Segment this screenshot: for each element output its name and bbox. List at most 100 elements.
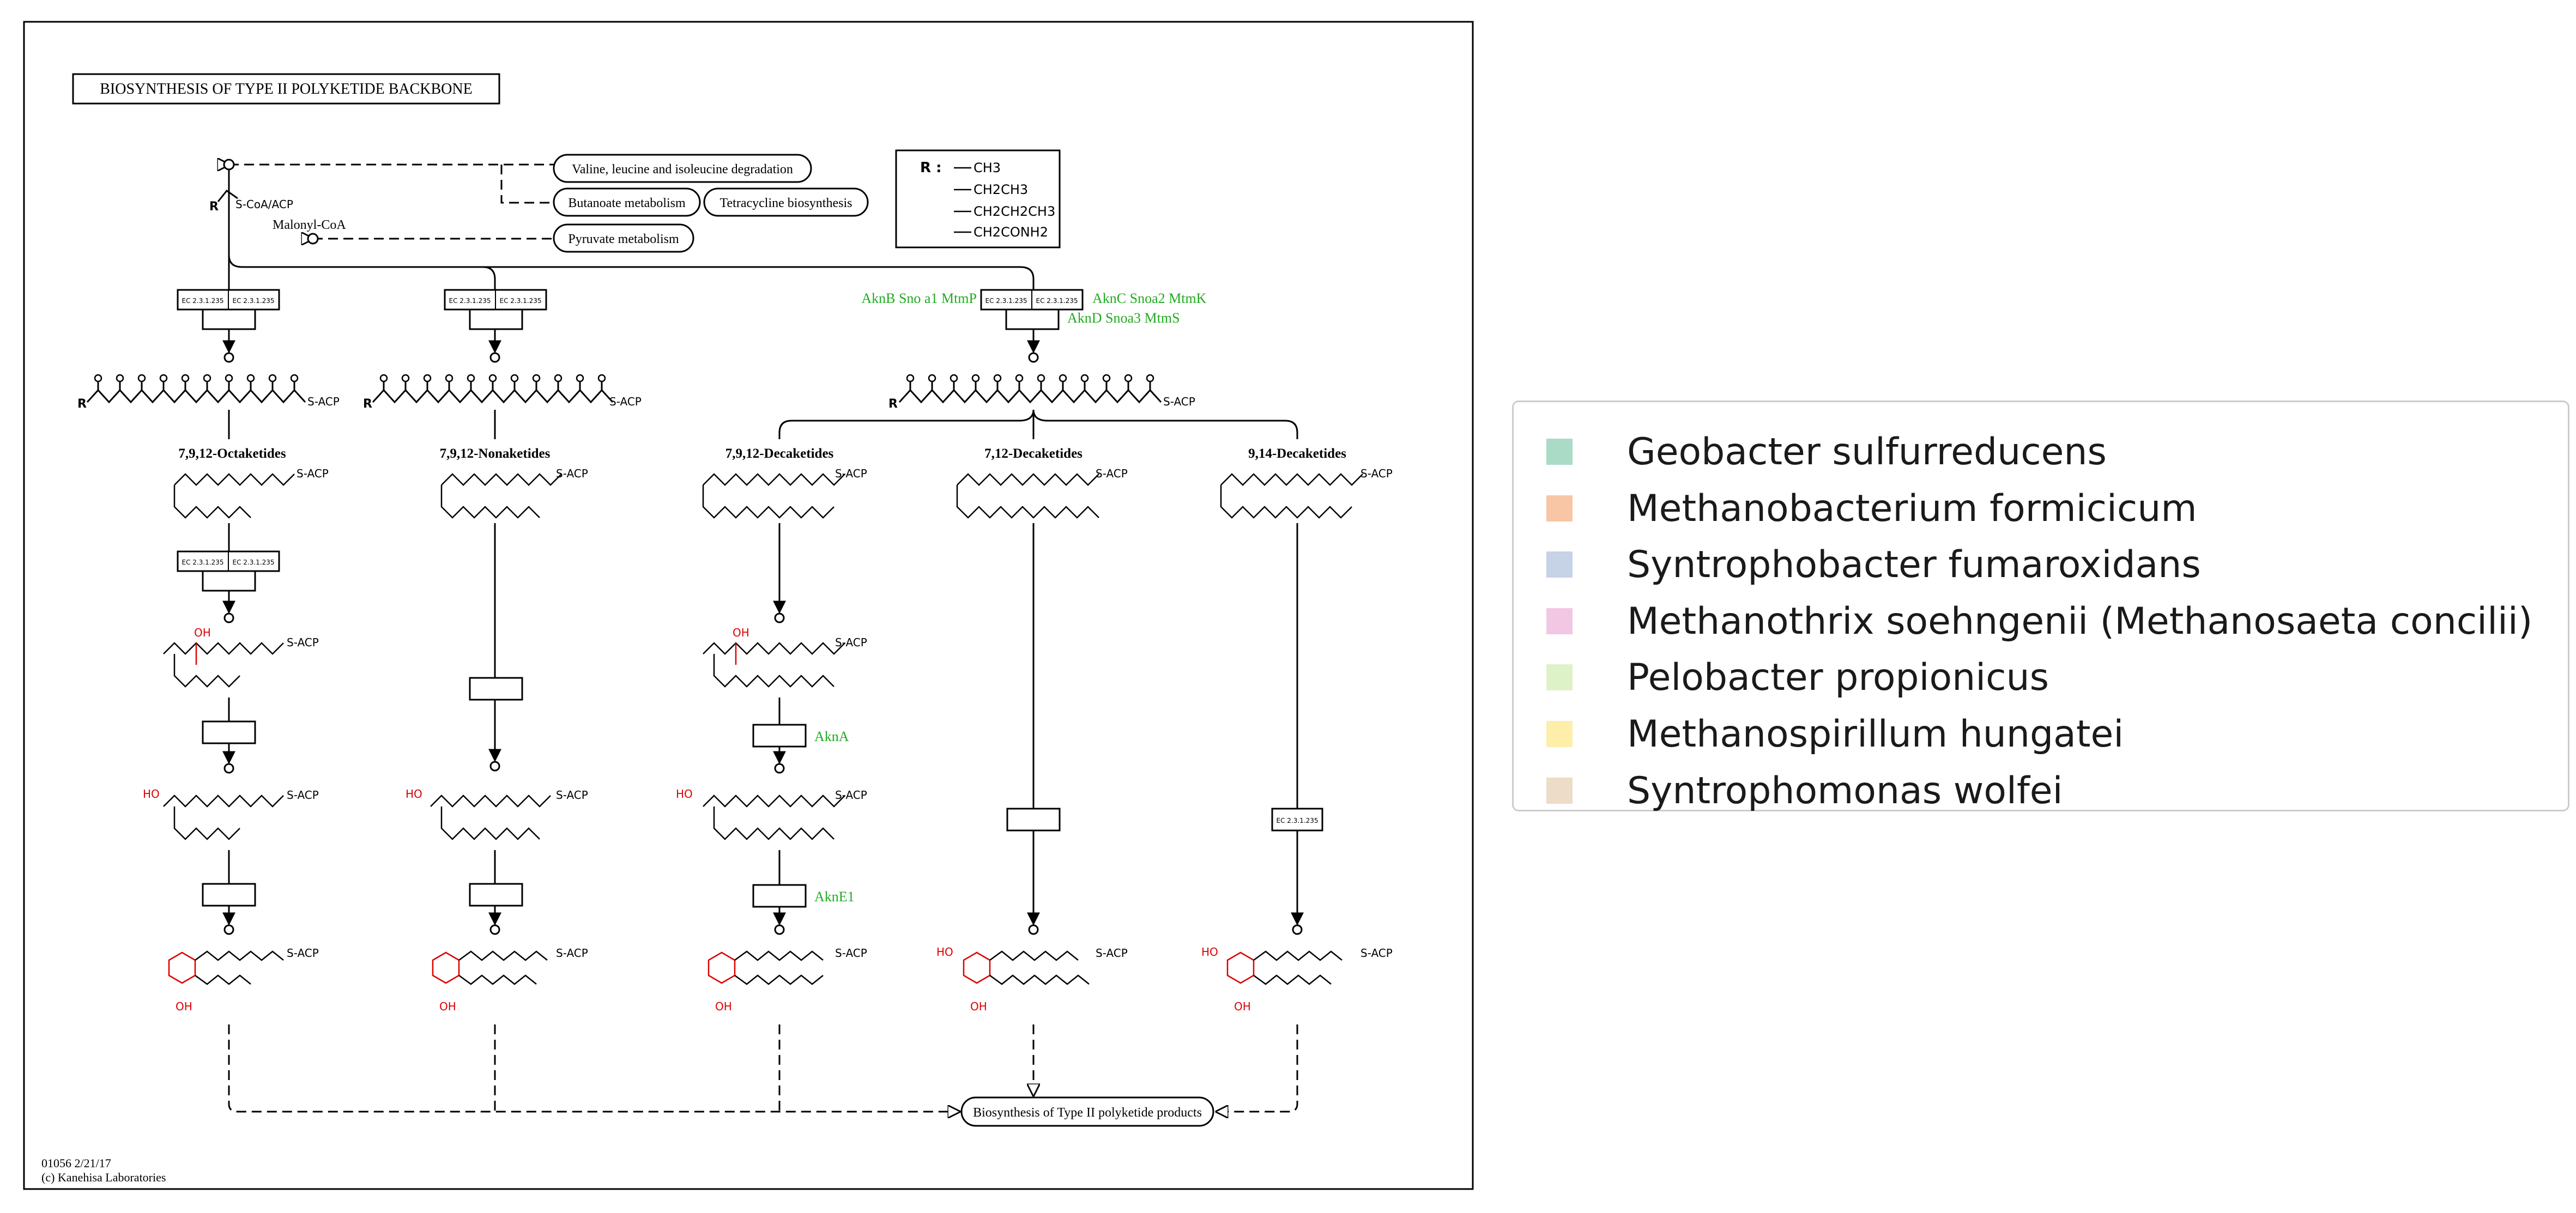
intermediate-node[interactable] [489, 924, 500, 935]
r-group-1: CH3 [973, 160, 1001, 175]
enzyme-box-nona-3[interactable] [469, 883, 523, 907]
oh-label: OH [733, 626, 749, 639]
map-title-box [72, 73, 500, 105]
gene-link-aknb[interactable]: AknB Sno a1 MtmP [861, 290, 977, 306]
pathway-butanoate[interactable] [553, 187, 701, 217]
s-acp-label: S-ACP [556, 789, 588, 802]
legend-item: Syntrophobacter fumaroxidans [1546, 543, 2201, 586]
enzyme-box-deca-1[interactable]: EC 2.3.1.235 EC 2.3.1.235 [980, 289, 1084, 330]
intermediate-node[interactable] [774, 924, 785, 935]
ec-label: EC 2.3.1.235 [182, 559, 223, 566]
s-acp-label: S-ACP [835, 467, 867, 480]
gene-link-aknc[interactable]: AknC Snoa2 MtmK [1092, 290, 1207, 306]
malonyl-coa-label: Malonyl-CoA [273, 218, 346, 232]
legend-label: Methanobacterium formicicum [1627, 487, 2197, 530]
enzyme-box-octa-4[interactable] [202, 883, 256, 907]
legend-label: Methanothrix soehngenii (Methanosaeta co… [1627, 599, 2533, 643]
s-acp-label: S-ACP [297, 467, 329, 480]
enzyme-box-octa-3[interactable] [202, 720, 256, 744]
enzyme-box-deca712[interactable] [1006, 808, 1061, 832]
starter-unit-structure [217, 189, 238, 202]
enzyme-box-nona-2[interactable] [469, 677, 523, 701]
ho-label: HO [143, 787, 160, 800]
column-header-octa: 7,9,12-Octaketides [178, 446, 286, 461]
legend-swatch [1546, 664, 1573, 690]
legend-label: Methanospirillum hungatei [1627, 712, 2124, 756]
reduced-structure-nona [430, 794, 551, 840]
gene-link-aknd[interactable]: AknD Snoa3 MtmS [1067, 310, 1180, 326]
intermediate-node[interactable] [1028, 352, 1039, 363]
column-header-deca: 7,9,12-Decaketides [725, 446, 834, 461]
gene-link-akne1[interactable]: AknE1 [814, 889, 855, 905]
pathway-pyruvate-label: Pyruvate metabolism [568, 232, 679, 246]
s-acp-label: S-ACP [556, 467, 588, 480]
ho-label: HO [676, 787, 693, 800]
ho-label: HO [1201, 945, 1218, 959]
pathway-pyruvate[interactable] [553, 223, 694, 253]
malonyl-coa-node[interactable] [307, 233, 319, 245]
s-acp-label: S-ACP [307, 395, 340, 408]
s-acp-label: S-ACP [287, 947, 319, 960]
pathway-products-label: Biosynthesis of Type II polyketide produ… [973, 1106, 1202, 1120]
oh-label: OH [1234, 1000, 1251, 1013]
cyclized-structure-octa [163, 642, 284, 688]
gene-link-akna[interactable]: AknA [814, 729, 849, 744]
enzyme-box-octa-1[interactable]: EC 2.3.1.235 EC 2.3.1.235 [177, 289, 280, 330]
enzyme-box-octa-2[interactable]: EC 2.3.1.235 EC 2.3.1.235 [177, 550, 280, 592]
intermediate-node[interactable] [223, 352, 234, 363]
r-group-4: CH2CONH2 [973, 225, 1048, 240]
s-acp-label: S-ACP [1163, 395, 1195, 408]
cyclized-structure-deca [703, 642, 845, 688]
starter-r-label: R [209, 200, 219, 214]
s-acp-label: S-ACP [1360, 467, 1393, 480]
s-acp-label: S-ACP [1360, 947, 1393, 960]
enzyme-box-deca914[interactable]: EC 2.3.1.235 [1271, 808, 1323, 832]
intermediate-node[interactable] [223, 612, 234, 623]
reduced-structure-octa [163, 794, 284, 840]
ho-label: HO [406, 787, 422, 800]
legend-label: Syntrophomonas wolfei [1627, 769, 2063, 812]
map-title: BIOSYNTHESIS OF TYPE II POLYKETIDE BACKB… [100, 81, 472, 98]
column-header-deca-712: 7,12-Decaketides [984, 446, 1083, 461]
s-acp-label: S-ACP [835, 636, 867, 649]
legend-swatch [1546, 778, 1573, 804]
r-label: R [77, 397, 87, 411]
oh-label: OH [194, 626, 211, 639]
ec-label: EC 2.3.1.235 [232, 297, 274, 305]
intermediate-node[interactable] [489, 761, 500, 772]
r-group-3: CH2CH2CH3 [973, 204, 1055, 219]
intermediate-node[interactable] [1028, 924, 1039, 935]
ec-label: EC 2.3.1.235 [499, 297, 541, 305]
legend-label: Pelobacter propionicus [1627, 656, 2049, 699]
oh-label: OH [970, 1000, 987, 1013]
legend-swatch [1546, 439, 1573, 465]
folded-structures-row1 [173, 473, 1363, 519]
s-acp-label: S-ACP [835, 947, 867, 960]
column-header-nona: 7,9,12-Nonaketides [440, 446, 551, 461]
enzyme-box-akna[interactable] [752, 724, 807, 748]
pathway-valine-label: Valine, leucine and isoleucine degradati… [572, 162, 793, 177]
enzyme-box-nona-1[interactable]: EC 2.3.1.235 EC 2.3.1.235 [444, 289, 547, 330]
intermediate-node[interactable] [774, 612, 785, 623]
r-label: R [888, 397, 898, 411]
map-footer-copyright: (c) Kanehisa Laboratories [41, 1170, 166, 1184]
intermediate-node[interactable] [774, 763, 785, 774]
intermediate-node[interactable] [1292, 924, 1303, 935]
legend-swatch [1546, 495, 1573, 521]
intermediate-node[interactable] [223, 924, 234, 935]
ec-label: EC 2.3.1.235 [1276, 817, 1318, 824]
pathway-links [229, 165, 554, 239]
pathway-valine[interactable] [553, 154, 812, 183]
intermediate-node[interactable] [223, 763, 234, 774]
enzyme-box-akne1[interactable] [752, 884, 807, 908]
legend-swatch [1546, 551, 1573, 578]
pathway-tetracycline[interactable] [703, 187, 869, 217]
start-node[interactable] [223, 159, 235, 171]
pathway-products[interactable] [960, 1096, 1214, 1127]
intermediate-node[interactable] [489, 352, 500, 363]
legend-item: Methanobacterium formicicum [1546, 487, 2197, 530]
oh-label: OH [439, 1000, 456, 1013]
s-acp-label: S-ACP [1096, 467, 1128, 480]
product-links [228, 1024, 1298, 1112]
